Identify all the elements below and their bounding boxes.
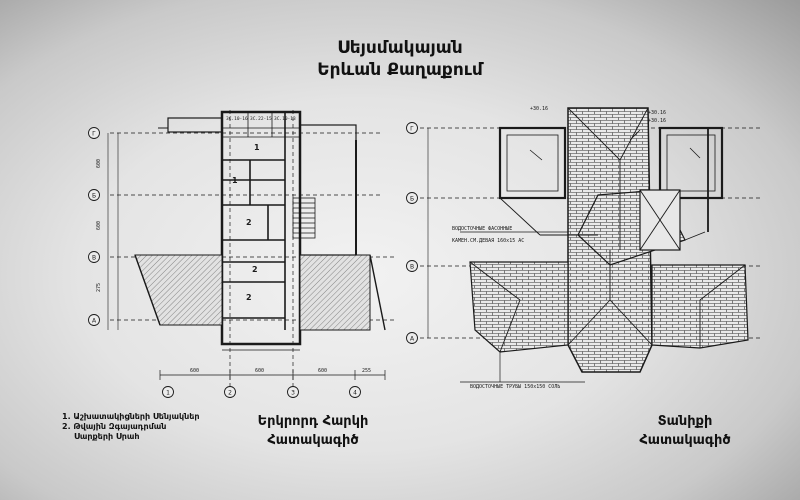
axis-row-label: А [410, 336, 415, 343]
top-dim-3: ЗС.10-13 [274, 116, 296, 122]
second-floor-plan: ЗС.10-16 ЗС.22-15 ЗС.10-13 1 1 2 2 2 600… [88, 110, 395, 398]
axis-row-label: Г [410, 126, 414, 133]
axis-col-label: 2 [228, 390, 232, 397]
roof-note-pipes: ВОДОСТОЧНЫЕ ТРУБЫ 150х150 СОЛЬ [470, 384, 560, 390]
axis-col-label: 4 [353, 390, 357, 397]
left-dim: 275 [96, 283, 102, 292]
caption-line: Հատակագիծ [639, 433, 731, 448]
roof-mark: +30.16 [648, 110, 666, 116]
axis-row-label: Г [92, 131, 96, 138]
caption-line: Տանիքի [657, 414, 713, 429]
caption-line: Հատակագիծ [267, 433, 359, 448]
legend-item: Սարքերի Սրահ [74, 432, 140, 441]
legend: 1. Աշխատակիցների Սենյակներ 2. Թվային Զգա… [62, 412, 200, 442]
top-dim-2: ЗС.22-15 [250, 116, 272, 122]
axis-col-label: 1 [166, 390, 170, 397]
roof-note-stone: КАМЕН.СМ.ДЕВАЯ 160х15 АС [452, 238, 524, 244]
bottom-dim: 600 [318, 368, 327, 374]
top-dim-1: ЗС.10-16 [226, 116, 248, 122]
axis-row-label: А [92, 318, 97, 325]
bottom-dim: 600 [190, 368, 199, 374]
room-number: 1 [232, 176, 238, 185]
left-dim: 600 [96, 221, 102, 230]
bottom-dim: 255 [362, 368, 371, 374]
room-number: 2 [252, 265, 258, 274]
roof-note-gutters: ВОДОСТОЧНЫЕ ФАСОННЫЕ [452, 226, 512, 232]
room-number: 1 [254, 143, 260, 152]
legend-item: 2. Թվային Զգայադրման [62, 422, 167, 431]
page-subtitle: Երևան Քաղաքում [317, 60, 483, 80]
axis-col-label: 3 [291, 390, 295, 397]
room-number: 2 [246, 293, 252, 302]
bottom-dim: 600 [255, 368, 264, 374]
roof-mark: +30.16 [530, 106, 548, 112]
caption-second-floor: Երկրորդ Հարկի Հատակագիծ [248, 412, 378, 450]
axis-row-label: В [92, 255, 96, 262]
axis-row-label: Б [410, 196, 414, 203]
room-number: 2 [246, 218, 252, 227]
caption-roof: Տանիքի Հատակագիծ [620, 412, 750, 450]
axis-row-label: В [410, 264, 414, 271]
roof-plan: ВОДОСТОЧНЫЕ ФАСОННЫЕ КАМЕН.СМ.ДЕВАЯ 160х… [406, 106, 760, 390]
left-dim: 600 [96, 159, 102, 168]
caption-line: Երկրորդ Հարկի [257, 414, 369, 429]
legend-item: 1. Աշխատակիցների Սենյակներ [62, 412, 200, 421]
axis-row-label: Б [92, 193, 96, 200]
roof-mark: +30.16 [648, 118, 666, 124]
page-title: Սեյսմակայան [337, 38, 463, 58]
